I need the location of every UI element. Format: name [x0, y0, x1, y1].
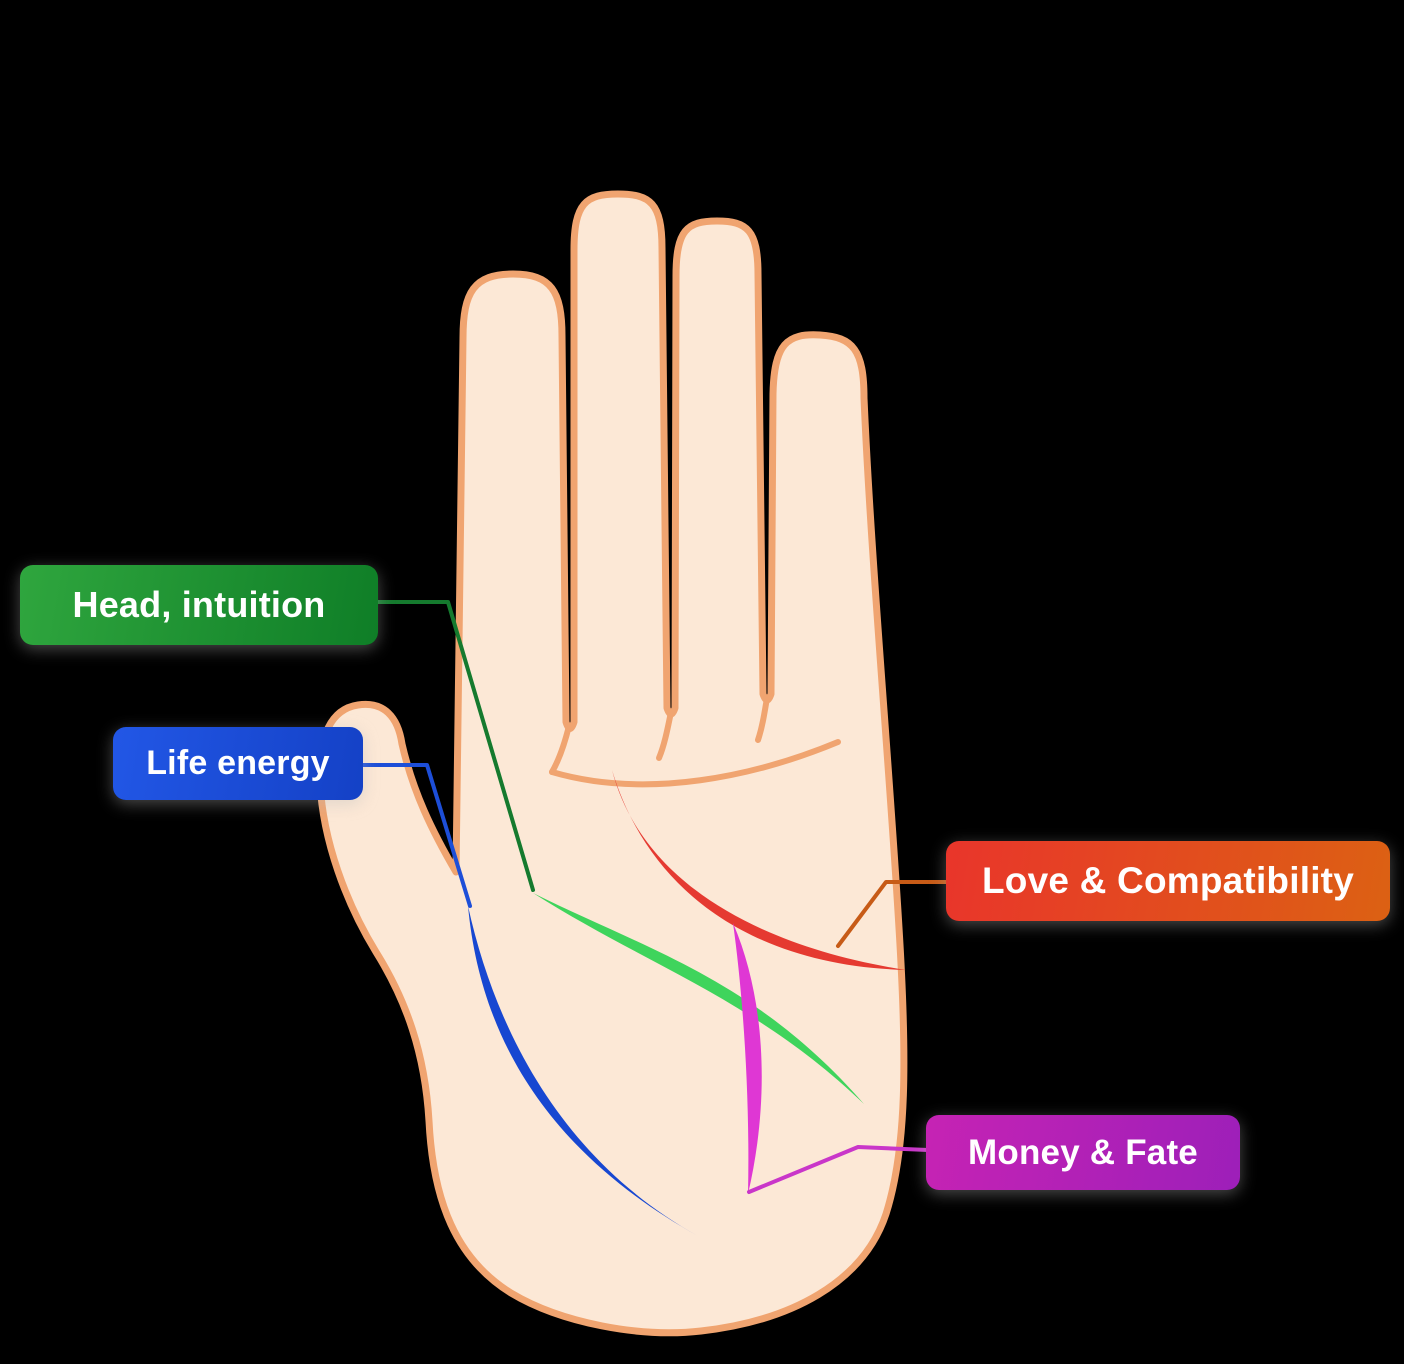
fate-line [733, 923, 762, 1194]
life-energy-label: Life energy [113, 727, 363, 800]
palm-top-crease [549, 739, 841, 788]
finger-crease-index-middle [549, 723, 572, 775]
love-compatibility-label: Love & Compatibility [946, 841, 1390, 921]
finger-crease-middle-ring [656, 709, 674, 761]
life-connector-line [359, 763, 472, 908]
money-fate-label: Money & Fate [926, 1115, 1240, 1190]
money-connector-line [747, 1145, 930, 1194]
love-line [612, 770, 906, 970]
head-intuition-label: Head, intuition [20, 565, 378, 645]
love-connector-line [836, 880, 950, 948]
finger-crease-ring-pinky [755, 695, 770, 743]
head-connector-line [376, 600, 535, 892]
